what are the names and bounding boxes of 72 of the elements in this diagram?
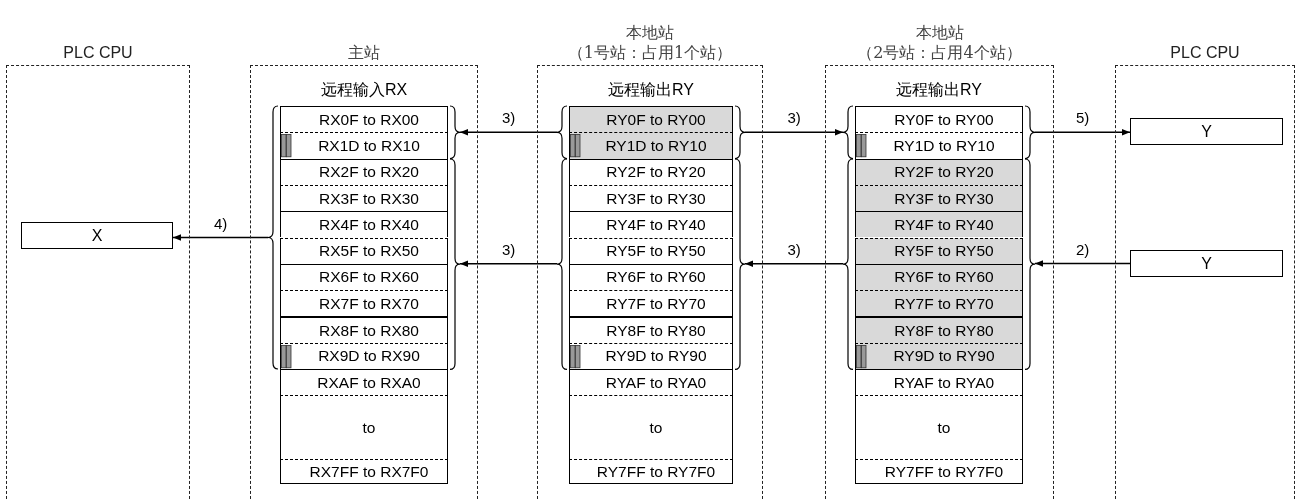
curly-brace [843,158,853,369]
edge-label: 3) [500,110,518,127]
address-range-cell: RX3F to RX30 [280,184,448,212]
arrow [1034,129,1131,136]
address-range-cell: RY3F to RY30 [569,184,733,212]
address-range-cell: to [569,395,733,460]
panel-title: PLC CPU [1169,43,1241,63]
curly-brace [557,158,567,369]
address-range-cell: RY7FF to RY7F0 [569,459,733,485]
table-heading: 远程输出RY [895,80,983,100]
address-range-cell: RY2F to RY20 [855,158,1023,185]
address-range-cell: RY2F to RY20 [569,158,733,185]
address-range-cell: RX2F to RX20 [280,158,448,185]
curly-brace [268,106,278,369]
address-range-cell: RY8F to RY80 [855,316,1023,343]
address-range-cell: RY8F to RY80 [569,316,733,343]
address-range-cell: RX7FF to RX7F0 [280,459,448,485]
curly-brace [843,106,853,159]
curly-brace [735,106,745,159]
panel-title: 本地站 [625,23,675,43]
address-range-cell: RX0F to RX00 [280,106,448,133]
address-range-cell: RY7F to RY70 [855,290,1023,317]
arrow [744,129,844,136]
curly-brace [450,158,460,369]
edge-label: 2) [1074,241,1092,258]
address-range-cell: RY5F to RY50 [855,237,1023,264]
arrow [459,260,558,267]
address-range-cell: RX6F to RX60 [280,263,448,291]
panel-title: （1号站：占用1个站） [566,43,734,63]
address-range-cell: RY6F to RY60 [569,263,733,291]
address-range-cell: RX8F to RX80 [280,316,448,343]
device-box: X [21,222,173,249]
address-range-cell: RY1D to RY10 [569,132,733,159]
address-range-cell: RX7F to RX70 [280,290,448,317]
edge-label: 3) [785,110,803,127]
address-range-cell: RY4F to RY40 [569,211,733,238]
address-range-cell: RX4F to RX40 [280,211,448,238]
arrow [459,129,558,136]
panel-title: PLC CPU [62,43,134,63]
arrow [1034,260,1131,267]
device-box: Y [1130,118,1283,145]
arrow [744,260,844,267]
address-range-cell: RY3F to RY30 [855,184,1023,212]
edge-label: 5) [1074,110,1092,127]
panel-title: 主站 [347,43,381,63]
curly-brace [1025,158,1035,369]
address-range-cell: RY7FF to RY7F0 [855,459,1023,485]
edge-label: 3) [785,241,803,258]
curly-brace [735,158,745,369]
panel-title: （2号站：占用4个站） [856,43,1023,63]
address-range-cell: RY5F to RY50 [569,237,733,264]
edge-label: 3) [500,241,518,258]
device-box: Y [1130,250,1283,277]
address-range-cell: RYAF to RYA0 [569,369,733,396]
edge-label: 4) [212,215,230,232]
address-range-cell: RY6F to RY60 [855,263,1023,291]
address-range-cell: RY0F to RY00 [569,106,733,133]
curly-brace [450,106,460,159]
address-range-cell: RY7F to RY70 [569,290,733,317]
panel-title: 本地站 [914,23,965,43]
address-range-cell: RY4F to RY40 [855,211,1023,238]
table-heading: 远程输入RX [319,80,409,100]
address-range-cell: RXAF to RXA0 [280,369,448,396]
curly-brace [1025,106,1035,159]
address-range-cell: to [855,395,1023,460]
arrow [172,234,269,241]
table-heading: 远程输出RY [607,80,695,100]
address-range-cell: to [280,395,448,460]
address-range-cell: RX5F to RX50 [280,237,448,264]
curly-brace [557,106,567,159]
address-range-cell: RY0F to RY00 [855,106,1023,133]
address-range-cell: RYAF to RYA0 [855,369,1023,396]
